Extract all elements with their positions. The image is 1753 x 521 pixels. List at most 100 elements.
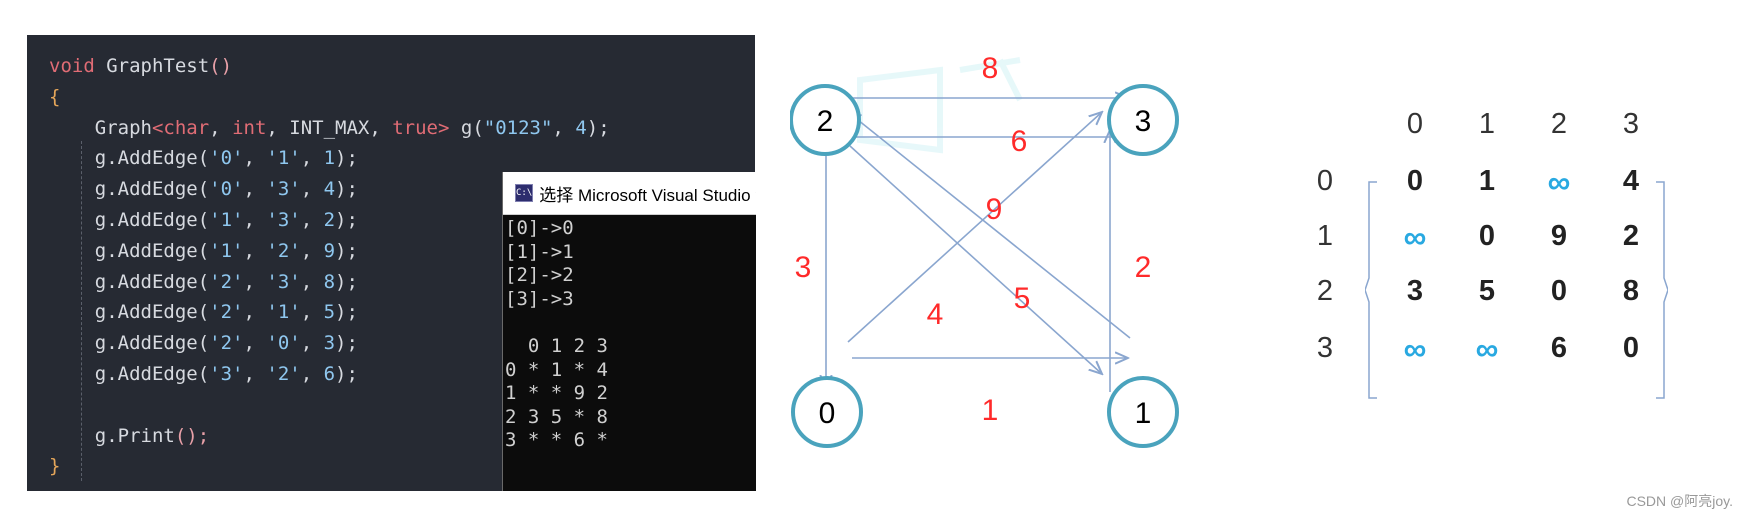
code-token: '3' — [266, 208, 301, 231]
console-title-bar[interactable]: C:\ 选择 Microsoft Visual Studio 调试控制台 — [503, 172, 756, 215]
code-token: , — [300, 332, 324, 355]
code-line: g.AddEdge('0', '3', 4); — [49, 174, 610, 205]
indent-guide — [81, 141, 82, 481]
code-token: g.AddEdge( — [49, 332, 210, 355]
code-token: GraphTest — [106, 55, 210, 77]
node-1-label: 1 — [1135, 397, 1152, 430]
code-token: , — [300, 362, 324, 385]
console-line: [1]->1 — [505, 240, 574, 263]
code-line: Graph<char, int, INT_MAX, true> g("0123"… — [49, 113, 610, 144]
code-token: '0' — [209, 178, 244, 201]
weight-label-9: 9 — [986, 193, 1003, 226]
code-token: > — [438, 116, 461, 139]
node-2-label: 2 — [817, 105, 834, 138]
code-token: g.AddEdge( — [49, 178, 210, 201]
code-line: g.AddEdge('2', '0', 3); — [49, 328, 610, 359]
code-token: , — [243, 270, 267, 293]
code-line: g.AddEdge('1', '2', 9); — [49, 236, 610, 267]
node-0: 0 — [791, 376, 863, 448]
matrix-row-header: 1 — [1316, 220, 1334, 252]
code-token: 3 — [323, 332, 336, 355]
node-0-label: 0 — [819, 397, 836, 430]
console-line: [2]->2 — [505, 264, 574, 287]
console-title: 选择 Microsoft Visual Studio 调试控制台 — [539, 185, 756, 205]
code-token: ); — [335, 239, 358, 262]
code-line: g.Print(); — [49, 421, 610, 452]
console-line: 0 * 1 * 4 — [505, 358, 608, 381]
matrix-cell: 0 — [1622, 332, 1640, 364]
code-token: ); — [335, 270, 358, 293]
matrix-cell: ∞ — [1475, 331, 1499, 367]
code-token: ); — [335, 332, 358, 355]
code-token: char — [163, 116, 210, 139]
code-token: '0' — [266, 332, 301, 355]
console-line: 3 * * 6 * — [505, 429, 608, 452]
matrix-col-header: 1 — [1478, 108, 1496, 140]
matrix-cell: ∞ — [1403, 331, 1427, 367]
edge-1-2 — [848, 112, 1131, 339]
code-token: 4 — [323, 178, 336, 201]
code-token: g.AddEdge( — [49, 208, 210, 231]
code-token: 4 — [575, 116, 587, 139]
code-token: , — [300, 208, 324, 231]
debug-console-window[interactable]: C:\ 选择 Microsoft Visual Studio 调试控制台 [0]… — [502, 172, 756, 491]
code-token: ); — [335, 178, 358, 201]
code-token: g.Print — [49, 424, 175, 447]
code-line: g.AddEdge('0', '1', 1); — [49, 143, 610, 174]
code-token: ); — [335, 301, 358, 324]
console-line: 2 3 5 * 8 — [505, 405, 608, 428]
code-token: void — [49, 55, 107, 77]
code-token: < — [151, 116, 164, 139]
code-token: '1' — [266, 301, 301, 324]
code-line: g.AddEdge('2', '1', 5); — [49, 297, 610, 328]
code-token: } — [49, 455, 61, 478]
code-token: 9 — [323, 239, 336, 262]
console-line: 0 1 2 3 — [505, 334, 608, 357]
code-token: ); — [335, 147, 358, 170]
matrix-row-header: 3 — [1316, 332, 1334, 364]
code-token: 2 — [323, 208, 336, 231]
code-token: , — [300, 301, 324, 324]
code-token: "0123" — [483, 116, 553, 139]
weight-label-1: 1 — [982, 394, 999, 427]
code-token: , — [243, 178, 267, 201]
matrix-row-header: 2 — [1316, 275, 1334, 307]
matrix-cell: 5 — [1478, 275, 1496, 307]
console-line — [505, 311, 756, 335]
matrix-cell: 0 — [1550, 275, 1568, 307]
code-token: ); — [335, 208, 358, 231]
matrix-cell: ∞ — [1547, 164, 1571, 200]
weight-label-6: 6 — [1011, 125, 1028, 158]
code-token: '1' — [209, 239, 244, 262]
code-token: '3' — [266, 270, 301, 293]
edge-weights: 8 6 9 3 2 4 5 1 — [795, 52, 1152, 427]
code-text[interactable]: void GraphTest(){ Graph<char, int, INT_M… — [49, 51, 610, 482]
matrix-cell: 6 — [1550, 332, 1568, 364]
code-token: g.AddEdge( — [49, 239, 210, 262]
matrix-row-header: 0 — [1316, 165, 1334, 197]
code-token: 6 — [323, 362, 336, 385]
code-token: ); — [335, 362, 358, 385]
code-token: g.AddEdge( — [49, 362, 210, 385]
code-token: 1 — [323, 147, 336, 170]
console-line: [0]->0 — [505, 217, 574, 239]
code-token: int — [232, 116, 267, 139]
code-token: , — [243, 301, 267, 324]
weight-label-3: 3 — [795, 251, 812, 284]
node-1: 1 — [1107, 376, 1179, 448]
matrix-col-header: 3 — [1622, 108, 1640, 140]
code-token: 8 — [323, 270, 336, 293]
code-token: '1' — [209, 208, 244, 231]
matrix-col-header: 0 — [1406, 108, 1424, 140]
matrix-left-bracket — [1365, 181, 1377, 399]
code-token: '3' — [266, 178, 301, 201]
matrix-cell: 3 — [1406, 275, 1424, 307]
weight-label-5: 5 — [1014, 282, 1031, 315]
code-line: g.AddEdge('3', '2', 6); — [49, 359, 610, 390]
weight-label-4: 4 — [927, 298, 944, 331]
console-app-icon: C:\ — [515, 184, 534, 202]
matrix-right-bracket — [1656, 181, 1668, 399]
code-token: , — [552, 116, 576, 139]
